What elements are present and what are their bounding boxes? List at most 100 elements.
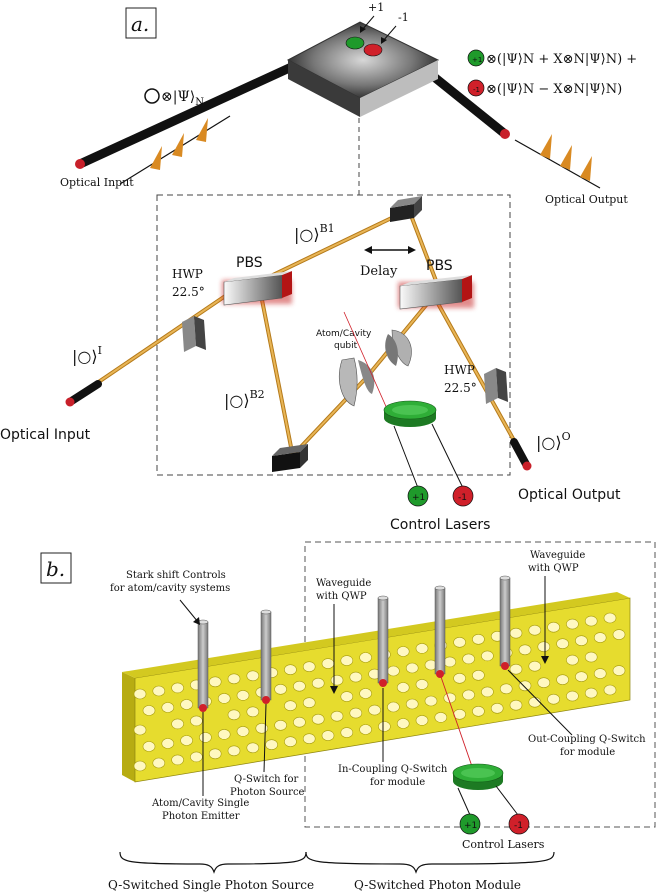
crystal-hole <box>528 624 542 636</box>
crystal-hole <box>321 658 335 669</box>
crystal-hole <box>284 736 297 748</box>
stark-rod-cap <box>377 595 389 601</box>
hwp-left-angle: 22.5° <box>172 285 205 299</box>
pbs-right <box>398 275 474 310</box>
panel-a-label: a. <box>131 12 149 36</box>
crystal-hole <box>612 629 626 640</box>
laser-plus-label: +1 <box>412 493 425 503</box>
crystal-hole <box>481 686 494 698</box>
crystal-hole <box>547 621 560 633</box>
beams-highlight <box>71 212 527 463</box>
output-green-plus: +1 <box>472 56 482 64</box>
crystal-hole <box>302 661 316 673</box>
pbs-left <box>222 271 292 306</box>
crystal-hole <box>528 696 542 708</box>
brace-left <box>119 851 307 874</box>
panel-b-label-box <box>40 552 72 584</box>
pbs-left-label: PBS <box>236 255 263 271</box>
crystal-hole <box>584 687 598 699</box>
output-line1: ⊗(|Ψ⟩N + X⊗N|Ψ⟩N) + <box>486 52 637 67</box>
crystal-hole <box>359 724 372 735</box>
crystal-hole <box>453 636 466 648</box>
emitter-line2: Photon Emitter <box>162 811 240 822</box>
lower-input-tip <box>65 397 75 407</box>
crystal-hole <box>566 690 579 702</box>
module-wire-plus <box>457 787 471 816</box>
panel-b: b. +1 - <box>40 541 656 892</box>
crystal-hole <box>133 760 147 772</box>
crystal-hole <box>227 709 241 721</box>
output-green-circle <box>467 49 485 67</box>
crystal-hole <box>509 627 523 639</box>
crystal-hole <box>274 683 287 695</box>
atom-cavity-line1: Atom/Cavity <box>316 329 372 339</box>
crystal-hole <box>246 706 260 718</box>
crystal-hole <box>387 701 400 713</box>
crystal-hole <box>490 702 504 714</box>
crystal-hole <box>284 664 297 676</box>
optical-output-top: Optical Output <box>545 193 628 206</box>
panel-a: a. +1 -1 ⊗|Ψ⟩N +1 ⊗(|Ψ⟩N + X⊗N|Ψ⟩N) + -1… <box>0 1 637 533</box>
lower-output-tip <box>522 461 532 471</box>
hwp-left <box>182 316 206 352</box>
crystal-hole <box>171 754 184 766</box>
crystal-hole <box>359 652 372 663</box>
crystal-hole <box>302 733 316 745</box>
hwp-right-angle: 22.5° <box>444 381 477 395</box>
crystal-hole <box>208 748 222 760</box>
crystal-hole <box>453 672 466 684</box>
crystal-hole <box>405 698 419 710</box>
mirror-bottom <box>272 444 308 472</box>
box-plus-one: +1 <box>368 1 384 14</box>
crystal-hole <box>434 712 448 723</box>
crystal-hole <box>556 674 569 686</box>
crystal-hole <box>190 751 203 763</box>
waveguide-left-line1: Waveguide <box>316 578 371 589</box>
stark-rod <box>260 611 272 701</box>
laser-minus-button <box>452 485 474 507</box>
stark-rod-cap <box>434 585 446 591</box>
laser-minus-label: -1 <box>458 493 467 503</box>
qswitch-src-line1: Q-Switch for <box>234 774 299 785</box>
stark-line2: for atom/cavity systems <box>110 583 230 594</box>
crystal-hole <box>293 680 306 692</box>
laser-axis <box>343 311 393 421</box>
crystal-hole <box>612 665 626 676</box>
panel-a-label-box <box>125 7 157 39</box>
crystal-hole <box>424 695 438 707</box>
box-green-dot <box>345 36 365 50</box>
crystal-hole <box>133 724 147 736</box>
mirror-top <box>390 196 422 222</box>
crystal-hole <box>359 688 372 699</box>
laser-plus-button <box>407 485 429 507</box>
crystal-hole <box>481 650 494 662</box>
cavity-mirror-left <box>339 357 375 407</box>
crystal-hole <box>603 684 617 696</box>
stark-rod <box>434 587 446 675</box>
crystal-hole <box>190 715 203 727</box>
output-fiber-tip <box>500 129 510 139</box>
crystal-hole <box>180 699 193 710</box>
stark-rod <box>377 597 389 684</box>
crystal-hole <box>236 726 250 737</box>
crystal-hole <box>180 735 193 746</box>
crystal-hole <box>142 741 156 752</box>
crystal-hole <box>396 718 410 729</box>
control-lasers-b: Control Lasers <box>462 838 545 851</box>
crystal-hole <box>152 685 166 697</box>
crystal-hole <box>575 635 588 647</box>
output-photon-line <box>514 139 601 189</box>
crystal-hole <box>293 716 306 728</box>
crystal-hole <box>368 704 381 716</box>
crystal-hole <box>378 721 391 732</box>
crystal-hole <box>584 615 598 627</box>
crystal-hole <box>472 633 485 645</box>
crystal-hole <box>405 662 419 674</box>
stark-rod-cap <box>499 575 511 581</box>
crystal-hole <box>340 727 354 738</box>
panel-a-frame <box>156 194 511 476</box>
module-laser-minus: -1 <box>514 821 523 831</box>
crystal-hole <box>518 644 532 656</box>
crystal-hole <box>396 682 410 693</box>
crystal-hole <box>584 651 598 663</box>
